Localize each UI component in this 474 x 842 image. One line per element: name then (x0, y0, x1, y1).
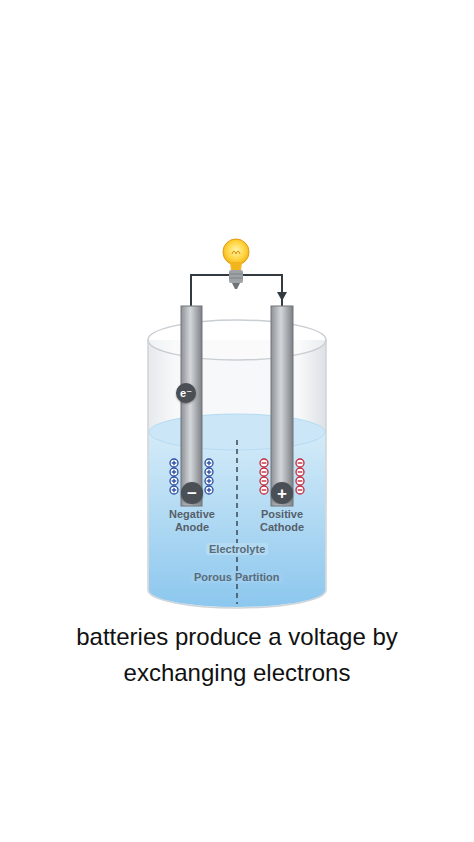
electrolyte-liquid (149, 432, 325, 607)
charge-symbol (260, 459, 268, 467)
charge-symbol (296, 459, 304, 467)
current-arrow (277, 292, 287, 301)
charge-symbol (205, 468, 213, 476)
electrode-terminal: + Positive Cathode (250, 482, 314, 534)
electrode-terminal: − Negative Anode (160, 482, 224, 534)
charge-symbol (296, 477, 304, 485)
anode-electrode (181, 306, 202, 506)
charge-symbol (170, 468, 178, 476)
charge-symbol (260, 468, 268, 476)
charge-symbol (170, 486, 178, 494)
region-label: Porous Partition (191, 571, 283, 583)
electrode-label: Negative Anode (160, 508, 224, 534)
caption: batteries produce a voltage by exchangin… (22, 619, 452, 691)
circle-symbol: − (187, 485, 197, 502)
beaker-body (148, 340, 326, 608)
charge-symbol (205, 486, 213, 494)
electron-marker: e⁻ (176, 383, 196, 403)
charge-symbol (205, 477, 213, 485)
beaker-rim (148, 320, 326, 360)
charge-symbol (205, 459, 213, 467)
terminal-circle: e⁻ (176, 383, 196, 403)
circle-symbol: + (277, 485, 287, 502)
charge-symbol (296, 468, 304, 476)
charge-symbol (296, 486, 304, 494)
light-bulb (223, 239, 249, 289)
charge-symbol (260, 486, 268, 494)
terminal-circle: + (271, 482, 293, 504)
charge-symbol (170, 477, 178, 485)
terminal-circle: − (181, 482, 203, 504)
cathode-electrode (271, 306, 293, 506)
electrode-label: Positive Cathode (250, 508, 314, 534)
region-label: Electrolyte (206, 543, 268, 555)
charge-symbol (170, 459, 178, 467)
circle-symbol: e⁻ (180, 388, 192, 399)
charge-symbol (260, 477, 268, 485)
